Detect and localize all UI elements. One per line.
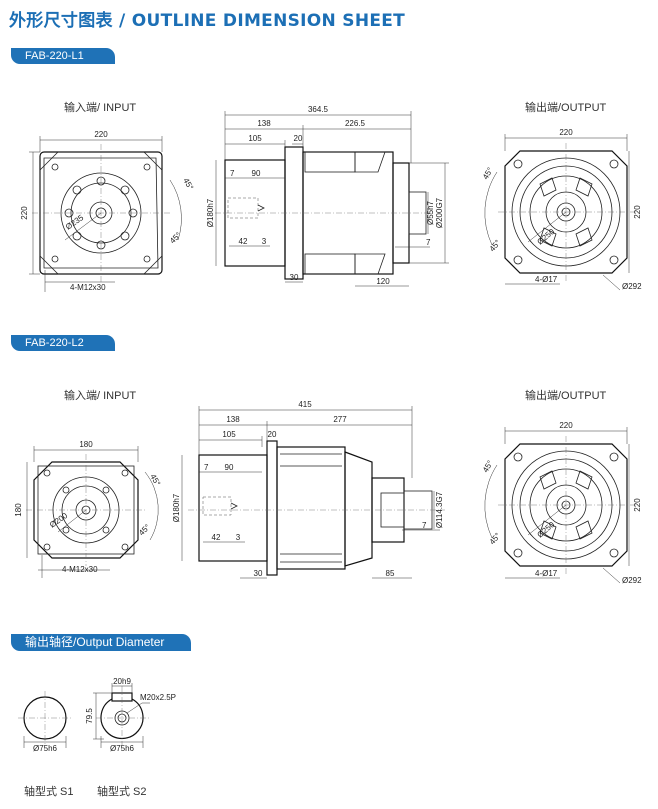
- l2-in-angle: 45°: [148, 473, 162, 488]
- l2-dim-3: 3: [236, 533, 241, 542]
- l1-out-circle: Ø250: [536, 227, 557, 247]
- l2-dim-7b: 7: [422, 521, 427, 530]
- l1-dim-105: 105: [248, 134, 262, 143]
- input-label-l2: 输入端/ INPUT: [64, 390, 137, 402]
- l1-dim-42: 42: [239, 237, 248, 246]
- l1-output-view: 220 220 Ø250 45° 45° 4-Ø17 Ø292: [481, 128, 642, 291]
- s2-diameter: Ø75h6: [110, 744, 135, 753]
- l2-shaft: Ø114.3G7: [435, 491, 444, 528]
- l1-pilot: Ø200G7: [435, 197, 444, 228]
- l2-dim-90: 90: [225, 463, 234, 472]
- l1-dim-90: 90: [252, 169, 261, 178]
- l2-in-holes: 4-M12x30: [62, 565, 98, 574]
- l2-input-view: 180 180 Ø200 45° 45° 4-M12x30: [14, 440, 162, 578]
- shaft-s1-label: 轴型式 S1: [24, 786, 74, 798]
- l1-out-holes: 4-Ø17: [535, 275, 558, 284]
- l2-dim-42: 42: [212, 533, 221, 542]
- shaft-s2-label: 轴型式 S2: [97, 786, 147, 798]
- l1-side-view: 364.5 138 226.5 105 20 7 90 42 3 30 120 …: [206, 105, 449, 287]
- s2-height: 79.5: [85, 708, 94, 724]
- output-diameter-tag: 输出轴径/Output Diameter: [11, 634, 191, 651]
- model-tag-l2: FAB-220-L2: [11, 335, 115, 351]
- shaft-s2-view: 20h9 79.5 M20x2.5P Ø75h6: [85, 677, 176, 753]
- l1-dim-30: 30: [290, 273, 299, 282]
- l2-dim-85: 85: [386, 569, 395, 578]
- l2-in-height: 180: [14, 503, 23, 517]
- l1-in-width: 220: [94, 130, 108, 139]
- l1-out-angle: 45°: [481, 166, 495, 181]
- output-label-l2: 输出端/OUTPUT: [525, 390, 607, 402]
- l2-dim-30: 30: [254, 569, 263, 578]
- l2-out-flange: Ø292: [622, 576, 642, 585]
- page-title: 外形尺寸图表 / OUTLINE DIMENSION SHEET: [9, 11, 406, 31]
- l2-in-angle2: 45°: [137, 522, 152, 537]
- input-label-l1: 输入端/ INPUT: [64, 102, 137, 114]
- l1-shaft: Ø55h7: [426, 200, 435, 225]
- l2-dim-7: 7: [204, 463, 209, 472]
- l1-in-angle2: 45°: [168, 230, 183, 245]
- l1-dim-20: 20: [294, 134, 303, 143]
- l1-dim-3: 3: [262, 237, 267, 246]
- s2-thread: M20x2.5P: [140, 693, 176, 702]
- l1-out-flange: Ø292: [622, 282, 642, 291]
- shaft-s1-view: Ø75h6: [18, 691, 72, 753]
- l2-out-angle: 45°: [481, 459, 495, 474]
- l1-dim-226: 226.5: [345, 119, 366, 128]
- l1-in-angle: 45°: [181, 177, 195, 192]
- l1-total-length: 364.5: [308, 105, 329, 114]
- l1-in-holes: 4-M12x30: [70, 283, 106, 292]
- l1-dim-138: 138: [257, 119, 271, 128]
- l2-bore: Ø180h7: [172, 493, 181, 522]
- l2-dim-277: 277: [333, 415, 347, 424]
- l2-total-length: 415: [298, 400, 312, 409]
- l1-out-height: 220: [633, 205, 642, 219]
- l2-dim-138: 138: [226, 415, 240, 424]
- l1-in-height: 220: [20, 206, 29, 220]
- output-label-l1: 输出端/OUTPUT: [525, 102, 607, 114]
- l1-input-view: 220 220 Ø235 45° 45° 4-M12x30: [20, 130, 195, 292]
- l2-dim-20: 20: [268, 430, 277, 439]
- l2-output-view: 220 220 Ø250 45° 45° 4-Ø17 Ø292: [481, 421, 642, 585]
- l2-out-height: 220: [633, 498, 642, 512]
- l1-out-width: 220: [559, 128, 573, 137]
- l1-bore: Ø180h7: [206, 198, 215, 227]
- s2-key-width: 20h9: [113, 677, 131, 686]
- s1-diameter: Ø75h6: [33, 744, 58, 753]
- model-tag-l1: FAB-220-L1: [11, 48, 115, 64]
- l1-in-circle: Ø235: [64, 213, 86, 232]
- l2-dim-105: 105: [222, 430, 236, 439]
- l2-out-width: 220: [559, 421, 573, 430]
- l1-dim-120: 120: [376, 277, 390, 286]
- l1-dim-7b: 7: [426, 238, 431, 247]
- l2-out-circle: Ø250: [536, 520, 557, 540]
- l2-side-view: 415 138 277 105 20 7 90 42 3 30 85 7 Ø18…: [172, 400, 445, 579]
- l2-in-width: 180: [79, 440, 93, 449]
- l1-dim-7: 7: [230, 169, 235, 178]
- l2-out-holes: 4-Ø17: [535, 569, 558, 578]
